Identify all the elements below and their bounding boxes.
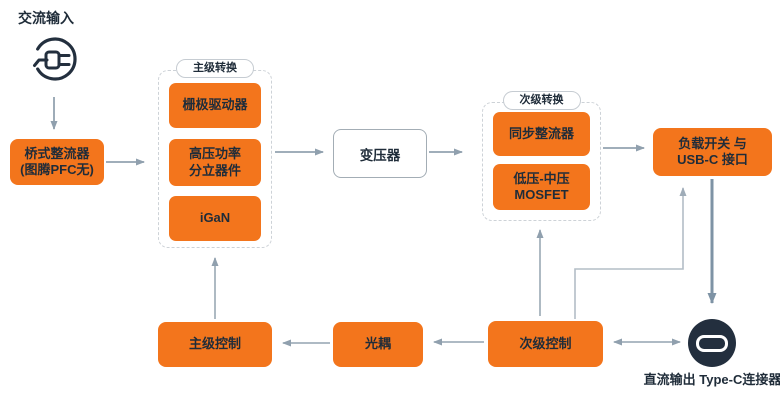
- block-label: 变压器: [359, 147, 401, 163]
- dc-output-line1: 直流输出: [643, 372, 696, 387]
- block-label: 高压功率: [188, 146, 241, 162]
- primary-stage-title: 主级转换: [176, 59, 254, 78]
- block-optocoupler: 光耦: [333, 322, 423, 367]
- block-label: 栅极驱动器: [182, 97, 248, 113]
- dc-output-line2: Type-C连接器: [699, 372, 780, 387]
- block-secondary-control: 次级控制: [488, 321, 603, 367]
- block-load-switch-usbc: 负载开关 与 USB-C 接口: [653, 128, 772, 176]
- block-label: 低压-中压: [513, 170, 570, 186]
- ac-plug-icon: [33, 37, 77, 81]
- block-label: 分立器件: [188, 162, 241, 178]
- usb-c-port-glyph: [696, 334, 728, 352]
- block-label: 桥式整流器: [24, 145, 90, 161]
- secondary-stage-title: 次级转换: [502, 91, 581, 110]
- dc-output-label: 直流输出 Type-C连接器: [640, 371, 780, 389]
- block-label: USB-C 接口: [677, 152, 748, 167]
- block-label: 负载开关 与: [678, 135, 747, 151]
- block-label: iGaN: [199, 210, 231, 226]
- block-label: MOSFET: [514, 187, 569, 202]
- block-gate-driver: 栅极驱动器: [169, 83, 261, 128]
- block-transformer: 变压器: [333, 129, 427, 178]
- block-label: (图腾PFC无): [20, 162, 94, 177]
- block-hv-power-discretes: 高压功率 分立器件: [169, 139, 261, 186]
- block-label: 同步整流器: [508, 125, 574, 141]
- block-lv-mv-mosfet: 低压-中压 MOSFET: [493, 164, 590, 210]
- block-bridge-rectifier: 桥式整流器 (图腾PFC无): [10, 139, 104, 185]
- block-primary-control: 主级控制: [158, 322, 272, 367]
- block-label: 主级控制: [188, 336, 241, 352]
- ac-input-label: 交流输入: [18, 10, 74, 26]
- block-igan: iGaN: [169, 196, 261, 241]
- group-secondary-stage: 次级转换 同步整流器 低压-中压 MOSFET: [482, 91, 601, 221]
- block-sync-rectifier: 同步整流器: [493, 112, 590, 156]
- block-label: 光耦: [364, 336, 391, 352]
- group-primary-stage: 主级转换 栅极驱动器 高压功率 分立器件 iGaN: [158, 59, 272, 248]
- usb-c-connector-icon: [688, 319, 736, 367]
- block-label: 次级控制: [519, 335, 572, 351]
